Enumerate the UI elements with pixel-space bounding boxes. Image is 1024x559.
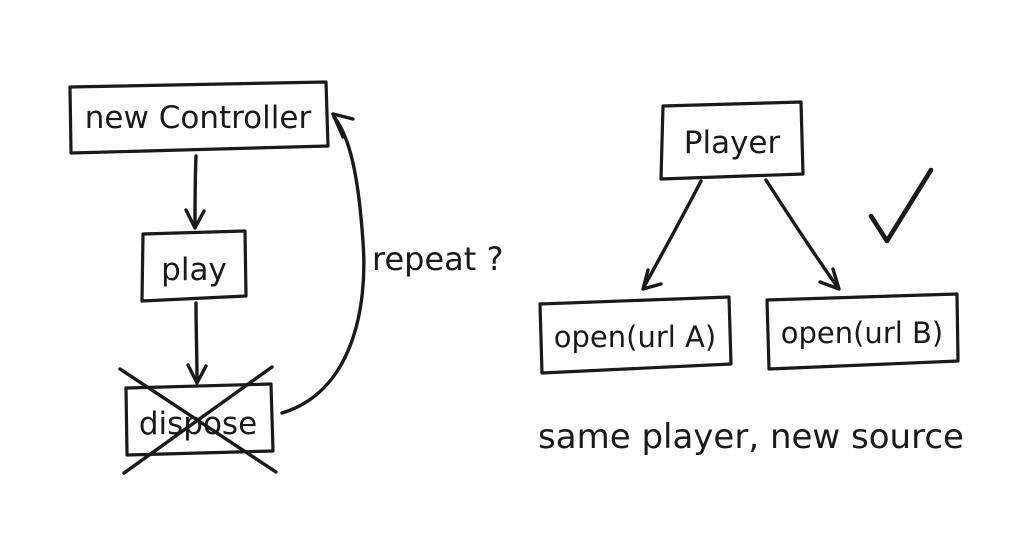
arrow-player-to-url-a <box>641 179 703 291</box>
play-node: play <box>140 229 248 303</box>
open-url-a-node: open(url A) <box>538 295 733 375</box>
check-icon <box>868 167 934 244</box>
new-controller-node: new Controller <box>68 80 330 155</box>
play-box <box>140 229 248 303</box>
dispose-node: dispose <box>118 365 278 475</box>
repeat-label: repeat ? <box>372 240 503 278</box>
player-node: Player <box>659 100 805 181</box>
new-controller-box <box>68 80 330 155</box>
play-label: play <box>161 252 227 288</box>
open-url-a-label: open(url A) <box>554 320 716 354</box>
arrow-play-to-dispose <box>186 301 208 385</box>
cross-out-icon <box>118 365 278 475</box>
loop-arrow <box>280 112 366 415</box>
new-controller-label: new Controller <box>85 100 312 136</box>
open-url-a-box <box>538 295 733 375</box>
dispose-label: dispose <box>139 406 257 442</box>
open-url-b-box <box>765 292 960 371</box>
arrow-controller-to-play <box>184 154 206 230</box>
caption-text: same player, new source <box>538 417 964 457</box>
player-box <box>659 100 805 181</box>
open-url-b-node: open(url B) <box>765 292 960 371</box>
dispose-box <box>124 382 275 457</box>
player-label: Player <box>684 125 781 161</box>
arrow-player-to-url-b <box>764 178 841 291</box>
open-url-b-label: open(url B) <box>781 316 943 350</box>
